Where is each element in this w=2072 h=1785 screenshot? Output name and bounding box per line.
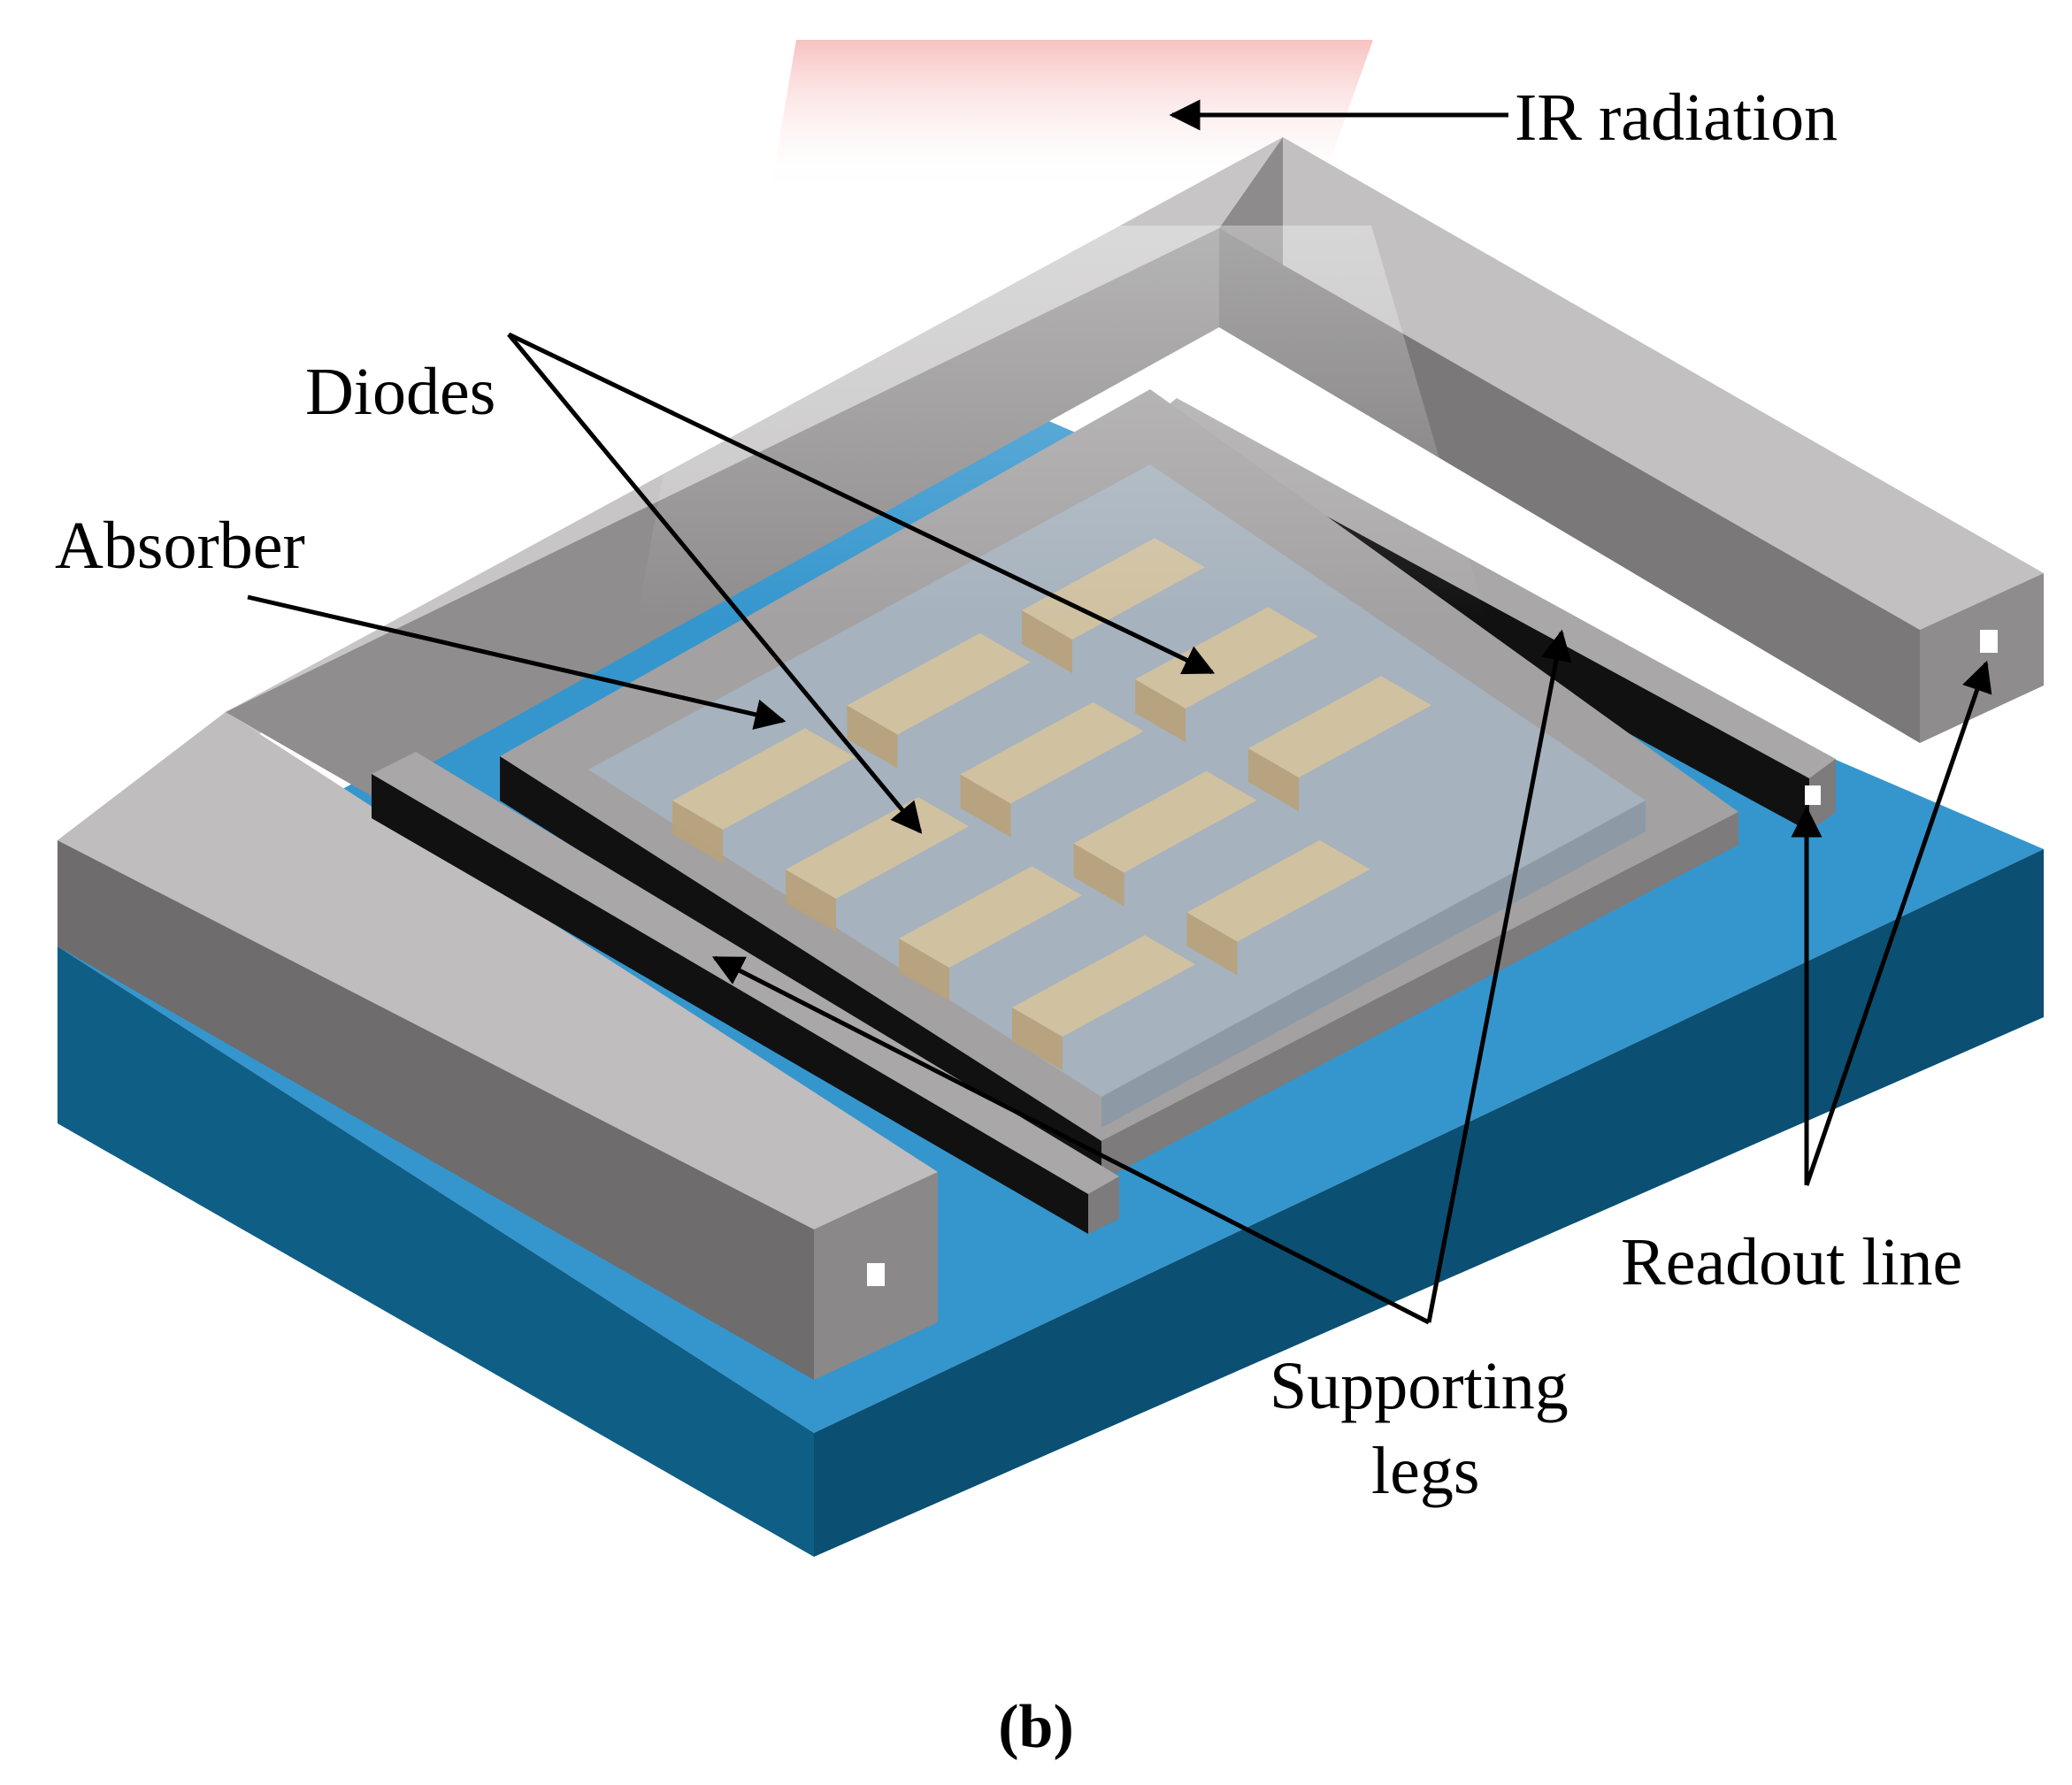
annotation-arrows	[247, 99, 1992, 1325]
substrate-right-face	[814, 849, 2044, 1557]
readout-pad-left	[867, 1263, 885, 1286]
arrow-diode-2	[507, 332, 1216, 675]
diode-top-2	[786, 797, 970, 899]
diode-top-5	[847, 632, 1031, 735]
label-supporting-legs-2: legs	[1371, 1434, 1479, 1508]
absorber	[588, 464, 1646, 1097]
ir-beam	[637, 226, 1486, 619]
diode-top-4	[1012, 935, 1196, 1037]
diode-side-5	[847, 705, 898, 769]
ir-radiation-glow	[770, 40, 1373, 195]
diode-top-1	[672, 728, 856, 830]
label-absorber: Absorber	[55, 509, 305, 583]
diode-top-7	[1073, 770, 1257, 873]
label-diodes: Diodes	[305, 355, 495, 429]
diode-side-11	[1248, 748, 1299, 811]
label-readout-line: Readout line	[1621, 1225, 1962, 1299]
diode-side-9	[1022, 610, 1072, 673]
readout-pad-right	[1980, 630, 1998, 653]
arrow-leg-2	[1426, 629, 1572, 1323]
diode-top-8	[1186, 839, 1370, 942]
panel-label: (b)	[998, 1693, 1074, 1761]
diode-side-7	[1073, 843, 1124, 907]
absorber-inner-edge	[1101, 801, 1646, 1128]
arrow-readout-2	[1804, 660, 1992, 1186]
diode-top-6	[960, 701, 1144, 804]
readout-pad-leg	[1805, 785, 1821, 805]
diode-side-6	[960, 774, 1011, 838]
diode-top-11	[1248, 676, 1432, 778]
diode-side-4	[1012, 1007, 1063, 1070]
substrate-left-face	[58, 946, 814, 1557]
diode-top-10	[1135, 607, 1319, 709]
diode-side-10	[1135, 679, 1186, 742]
diode-side-2	[786, 870, 836, 932]
arrow-leg-1	[711, 955, 1431, 1325]
diode-top-3	[899, 866, 1083, 968]
arrow-absorber	[247, 594, 787, 730]
arrow-diode-1	[507, 333, 923, 834]
diode-side-8	[1186, 912, 1238, 976]
diode-side-1	[672, 801, 723, 863]
diode-side-3	[899, 938, 949, 1001]
label-ir-radiation: IR radiation	[1515, 80, 1838, 155]
label-supporting-legs-1: Supporting	[1270, 1349, 1569, 1423]
